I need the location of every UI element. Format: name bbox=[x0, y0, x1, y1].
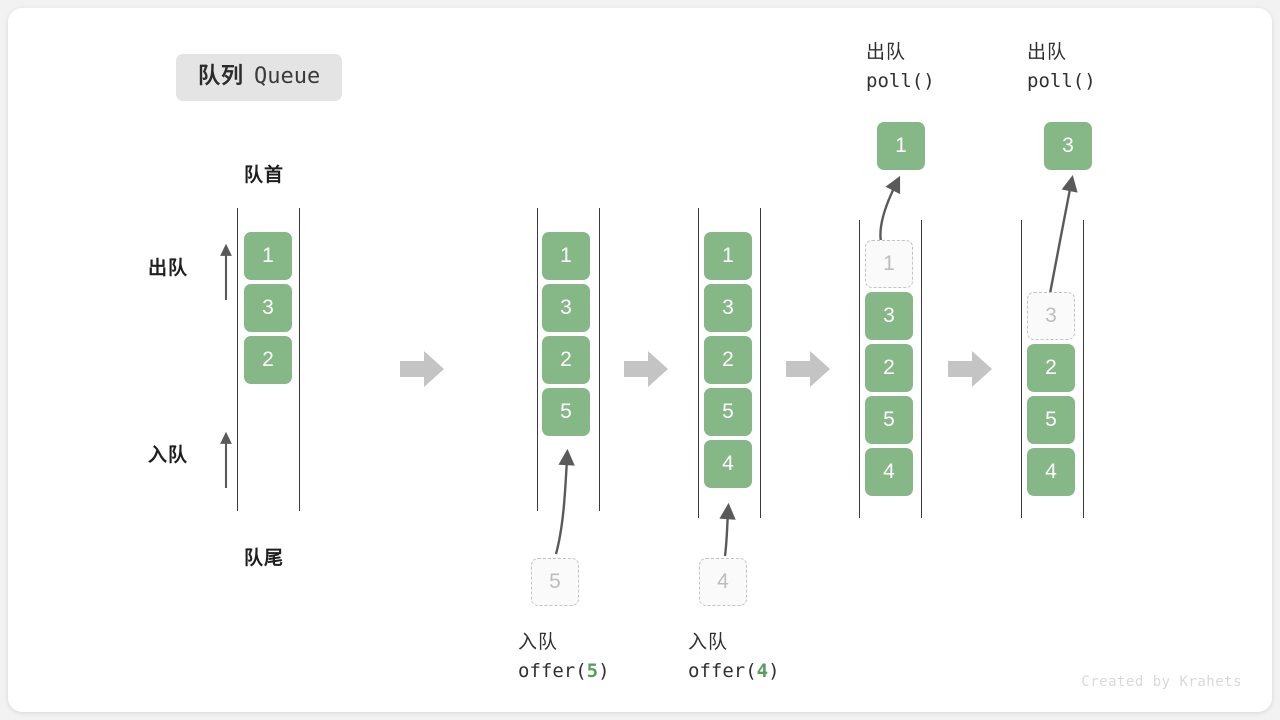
dequeue-side-label: 出队 bbox=[148, 258, 189, 279]
queue-rail-left-1 bbox=[237, 208, 238, 511]
queue-cell: 5 bbox=[704, 388, 752, 436]
tail-label: 队尾 bbox=[244, 548, 285, 569]
diagram-card: 队列 Queue 队首 1 3 2 队尾 出队 入队 bbox=[8, 8, 1272, 712]
flow-arrow-icon bbox=[400, 351, 444, 387]
enqueue-side-label: 入队 bbox=[148, 445, 189, 466]
dequeue-direction-arrow-icon bbox=[220, 243, 232, 300]
watermark: Created by Krahets bbox=[1081, 674, 1242, 690]
poll-3-top-label: 出队 poll() bbox=[1027, 38, 1096, 97]
queue-cell: 5 bbox=[1027, 396, 1075, 444]
queue-cell: 2 bbox=[542, 336, 590, 384]
queue-cell: 3 bbox=[542, 284, 590, 332]
poll-1-top-label: 出队 poll() bbox=[866, 38, 935, 97]
poll-1-label-fn: poll() bbox=[866, 70, 935, 93]
offer-5-caption: 入队 offer(5) bbox=[518, 628, 610, 687]
queue-rail-right-2 bbox=[599, 208, 600, 511]
flow-arrow-icon bbox=[786, 351, 830, 387]
queue-cell: 5 bbox=[865, 396, 913, 444]
queue-cell: 2 bbox=[244, 336, 292, 384]
queue-rail-right-4 bbox=[921, 220, 922, 518]
enqueue-curved-arrow-icon bbox=[719, 502, 736, 557]
queue-cell: 3 bbox=[244, 284, 292, 332]
flow-arrow-icon bbox=[624, 351, 668, 387]
pending-cell: 4 bbox=[699, 558, 747, 606]
offer-4-caption-cn: 入队 bbox=[688, 632, 729, 653]
offer-4-caption-fn: offer(4) bbox=[688, 660, 780, 683]
queue-rail-left-2 bbox=[537, 208, 538, 511]
queue-cell: 3 bbox=[865, 292, 913, 340]
queue-cell: 2 bbox=[704, 336, 752, 384]
queue-cell: 3 bbox=[704, 284, 752, 332]
queue-cell: 4 bbox=[865, 448, 913, 496]
queue-rail-right-3 bbox=[760, 208, 761, 518]
queue-rail-left-5 bbox=[1021, 220, 1022, 518]
queue-cell: 2 bbox=[865, 344, 913, 392]
queue-cell-new: 4 bbox=[704, 440, 752, 488]
title-en: Queue bbox=[254, 64, 321, 89]
pending-cell: 5 bbox=[531, 558, 579, 606]
poll-curved-arrow-icon bbox=[879, 175, 901, 247]
queue-rail-right-5 bbox=[1083, 220, 1084, 518]
poll-3-label-fn: poll() bbox=[1027, 70, 1096, 93]
queue-cell: 1 bbox=[244, 232, 292, 280]
removed-cell: 1 bbox=[865, 240, 913, 288]
title-cn: 队列 bbox=[198, 63, 245, 88]
queue-rail-right-1 bbox=[299, 208, 300, 511]
title-badge: 队列 Queue bbox=[176, 54, 343, 101]
offer-5-caption-cn: 入队 bbox=[518, 632, 559, 653]
queue-cell: 1 bbox=[542, 232, 590, 280]
queue-cell: 4 bbox=[1027, 448, 1075, 496]
queue-cell: 2 bbox=[1027, 344, 1075, 392]
flow-arrow-icon bbox=[948, 351, 992, 387]
enqueue-direction-arrow-icon bbox=[220, 431, 232, 488]
enqueue-curved-arrow-icon bbox=[554, 448, 575, 555]
queue-cell-new: 5 bbox=[542, 388, 590, 436]
queue-rail-left-3 bbox=[698, 208, 699, 518]
poll-1-label-cn: 出队 bbox=[866, 42, 907, 63]
removed-cell: 3 bbox=[1027, 292, 1075, 340]
offer-5-caption-fn: offer(5) bbox=[518, 660, 610, 683]
offer-4-caption: 入队 offer(4) bbox=[688, 628, 780, 687]
queue-rail-left-4 bbox=[859, 220, 860, 518]
head-label: 队首 bbox=[244, 165, 285, 186]
queue-cell: 1 bbox=[704, 232, 752, 280]
popped-cell: 1 bbox=[877, 122, 925, 170]
poll-curved-arrow-icon bbox=[1046, 175, 1078, 305]
popped-cell: 3 bbox=[1044, 122, 1092, 170]
poll-3-label-cn: 出队 bbox=[1027, 42, 1068, 63]
